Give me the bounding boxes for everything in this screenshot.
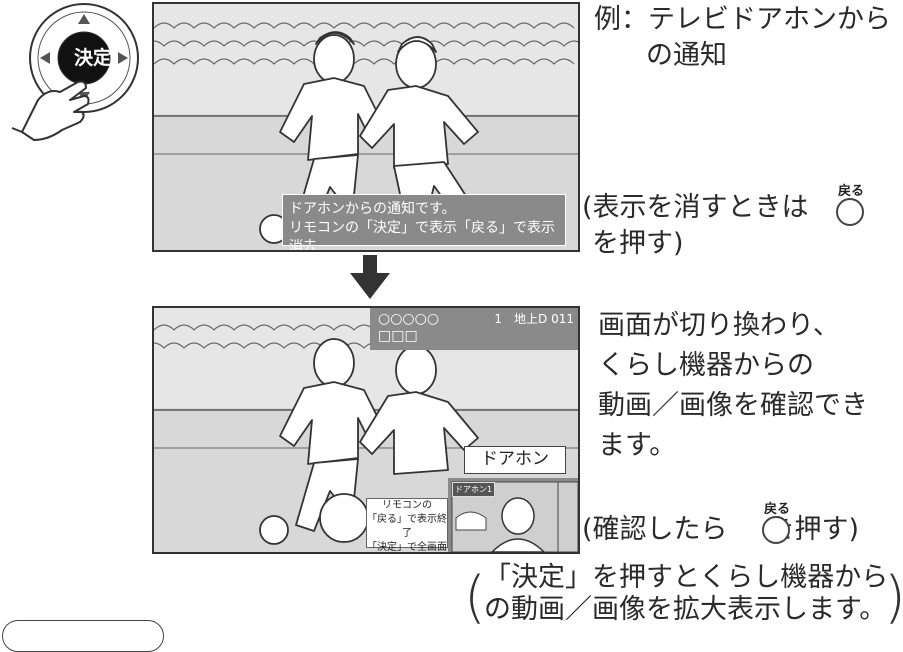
subscreen-tag: ドアホン1 (452, 482, 496, 497)
desc-line-1: 画面が切り換わり、 (598, 310, 840, 341)
remote-dpad-graphic (11, 3, 139, 141)
banner-subtitle: □□□ (378, 328, 418, 344)
example-line-2: の通知 (646, 40, 727, 71)
doorphone-subscreen: ドアホン1 (448, 478, 578, 552)
banner-channel: 1 地上D 011 (494, 312, 574, 326)
back-button-illustration-2: 戻る (762, 498, 794, 548)
tv-screen-doorphone-view: ○○○○○ □□□ 1 地上D 011 ドアホン リモコンの 「戻る」で表示終了… (152, 306, 580, 554)
back-button-label: 戻る (837, 184, 864, 199)
remote-hint-box: リモコンの 「戻る」で表示終了 「決定」で全画面表示 (366, 498, 448, 552)
example-line-1: 例：テレビドアホンから (594, 4, 891, 35)
desc-line-3: 動画／画像を確認でき (598, 390, 868, 421)
switch-description: 画面が切り換わり、 くらし機器からの 動画／画像を確認でき ます。 (598, 306, 868, 466)
notice-line-2: リモコンの「決定」で表示「戻る」で表示消去 (289, 220, 555, 252)
dismiss-hint-line-1: (表示を消すときは (582, 192, 809, 223)
channel-banner: ○○○○○ □□□ 1 地上D 011 (370, 308, 578, 350)
footer-line-2: の動画／画像を拡大表示します。 (484, 594, 887, 625)
back-button-circle-icon-2 (762, 516, 790, 544)
remote-hint-line-2: 「戻る」で表示終了 (367, 514, 447, 539)
dismiss-hint: (表示を消すときは を押す) (582, 190, 809, 262)
desc-line-2: くらし機器からの (598, 350, 814, 381)
back-button-circle-icon (836, 198, 864, 226)
notice-line-1: ドアホンからの通知です。 (289, 201, 456, 217)
remote-hint-line-3: 「決定」で全画面表示 (367, 542, 447, 553)
confirm-hint-pre: (確認したら (582, 514, 728, 545)
footer-paren-left: ( (464, 565, 486, 630)
section-tab-outline (2, 620, 164, 652)
back-button-illustration-1: 戻る (836, 180, 868, 230)
doorphone-label: ドアホン (464, 446, 566, 474)
footer-note: 「決定」を押すとくらし機器から の動画／画像を拡大表示します。 (484, 562, 888, 626)
down-arrow-icon (350, 255, 390, 301)
confirm-hint: (確認したら を押す) (582, 512, 859, 548)
example-caption: 例：テレビドアホンから の通知 (594, 2, 891, 74)
banner-title: ○○○○○ (378, 311, 440, 327)
remote-center-label: 決定 (73, 47, 112, 69)
doorphone-notice-popup: ドアホンからの通知です。 リモコンの「決定」で表示「戻る」で表示消去 (282, 194, 566, 250)
footer-paren-right: ) (884, 568, 903, 628)
dismiss-hint-line-2: を押す) (592, 228, 684, 259)
back-button-label-2: 戻る (763, 502, 790, 517)
footer-line-1: 「決定」を押すとくらし機器から (484, 562, 889, 593)
tv-screen-notification: ドアホンからの通知です。 リモコンの「決定」で表示「戻る」で表示消去 (152, 2, 580, 252)
desc-line-4: ます。 (598, 430, 677, 461)
remote-hint-line-1: リモコンの (382, 500, 432, 511)
remote-control-illustration: 決定 (8, 0, 148, 150)
visitor-graphic (451, 481, 578, 552)
